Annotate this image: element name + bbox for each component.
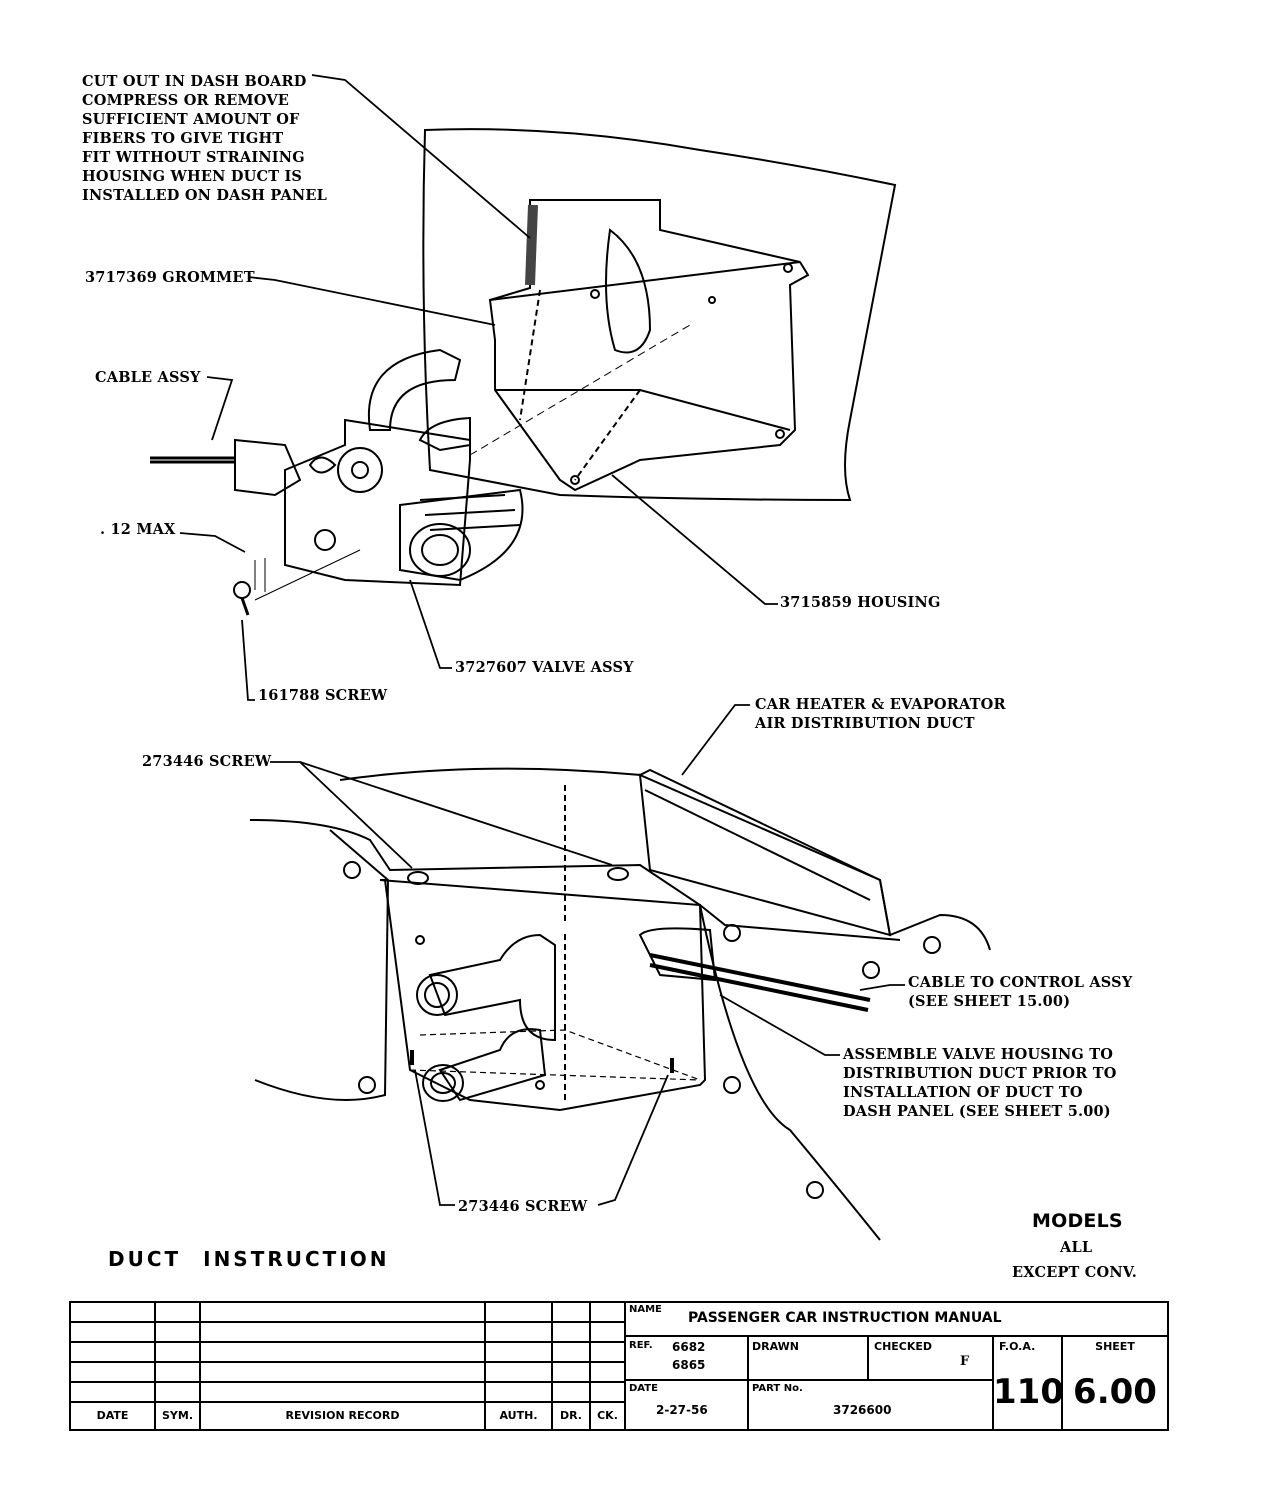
cable-control-label: CABLE TO CONTROL ASSY (SEE SHEET 15.00) <box>908 974 1133 1010</box>
rev-header-record: REVISION RECORD <box>285 1409 400 1422</box>
ref-value-1: 6682 <box>672 1340 706 1354</box>
valve-assy-illustration <box>150 348 524 616</box>
part-value: 3726600 <box>833 1403 892 1417</box>
rev-header-sym: SYM. <box>161 1409 193 1422</box>
housing-label: 3715859 HOUSING <box>780 594 941 611</box>
rev-header-date: DATE <box>96 1409 129 1422</box>
date-value: 2-27-56 <box>656 1403 708 1417</box>
dash-panel <box>422 128 897 502</box>
sheet-value: 6.00 <box>1073 1372 1157 1412</box>
name-label: NAME <box>629 1304 662 1315</box>
screw-161788-label: 161788 SCREW <box>258 687 388 704</box>
foa-value: 110 <box>993 1372 1064 1412</box>
ref-value-2: 6865 <box>672 1358 706 1372</box>
models-except: EXCEPT CONV. <box>1012 1264 1137 1281</box>
screw-top-label: 273446 SCREW <box>142 753 272 770</box>
screw-bottom-label: 273446 SCREW <box>458 1198 588 1215</box>
assemble-note: ASSEMBLE VALVE HOUSING TO DISTRIBUTION D… <box>843 1046 1117 1120</box>
grommet-label: 3717369 GROMMET <box>85 269 255 286</box>
duct-label: CAR HEATER & EVAPORATOR AIR DISTRIBUTION… <box>755 696 1006 732</box>
checked-value: F <box>960 1354 970 1369</box>
part-label: PART No. <box>752 1383 803 1394</box>
title-block-grid <box>69 1301 1169 1431</box>
models-all: ALL <box>1060 1239 1093 1256</box>
date-label: DATE <box>629 1383 658 1394</box>
models-heading: MODELS <box>1032 1210 1123 1232</box>
drawn-label: DRAWN <box>752 1340 799 1353</box>
leader-lines-upper <box>179 74 778 701</box>
distribution-duct-illustration <box>249 767 991 1241</box>
sheet-label: SHEET <box>1095 1340 1135 1353</box>
cable-assy-label: CABLE ASSY <box>95 369 201 386</box>
leader-lines-lower <box>270 704 905 1206</box>
max-dimension-label: . 12 MAX <box>100 521 176 538</box>
rev-header-auth: AUTH. <box>499 1409 538 1422</box>
foa-label: F.O.A. <box>999 1340 1036 1353</box>
dash-cutout-note: CUT OUT IN DASH BOARD COMPRESS OR REMOVE… <box>82 73 327 204</box>
page-title: DUCT INSTRUCTION <box>108 1247 390 1271</box>
rev-header-dr: DR. <box>560 1409 582 1422</box>
ref-label: REF. <box>629 1340 653 1351</box>
name-value: PASSENGER CAR INSTRUCTION MANUAL <box>688 1310 1002 1326</box>
rev-header-ck: CK. <box>597 1409 618 1422</box>
housing-illustration <box>488 199 810 492</box>
valve-assy-label: 3727607 VALVE ASSY <box>455 659 634 676</box>
checked-label: CHECKED <box>874 1340 933 1353</box>
